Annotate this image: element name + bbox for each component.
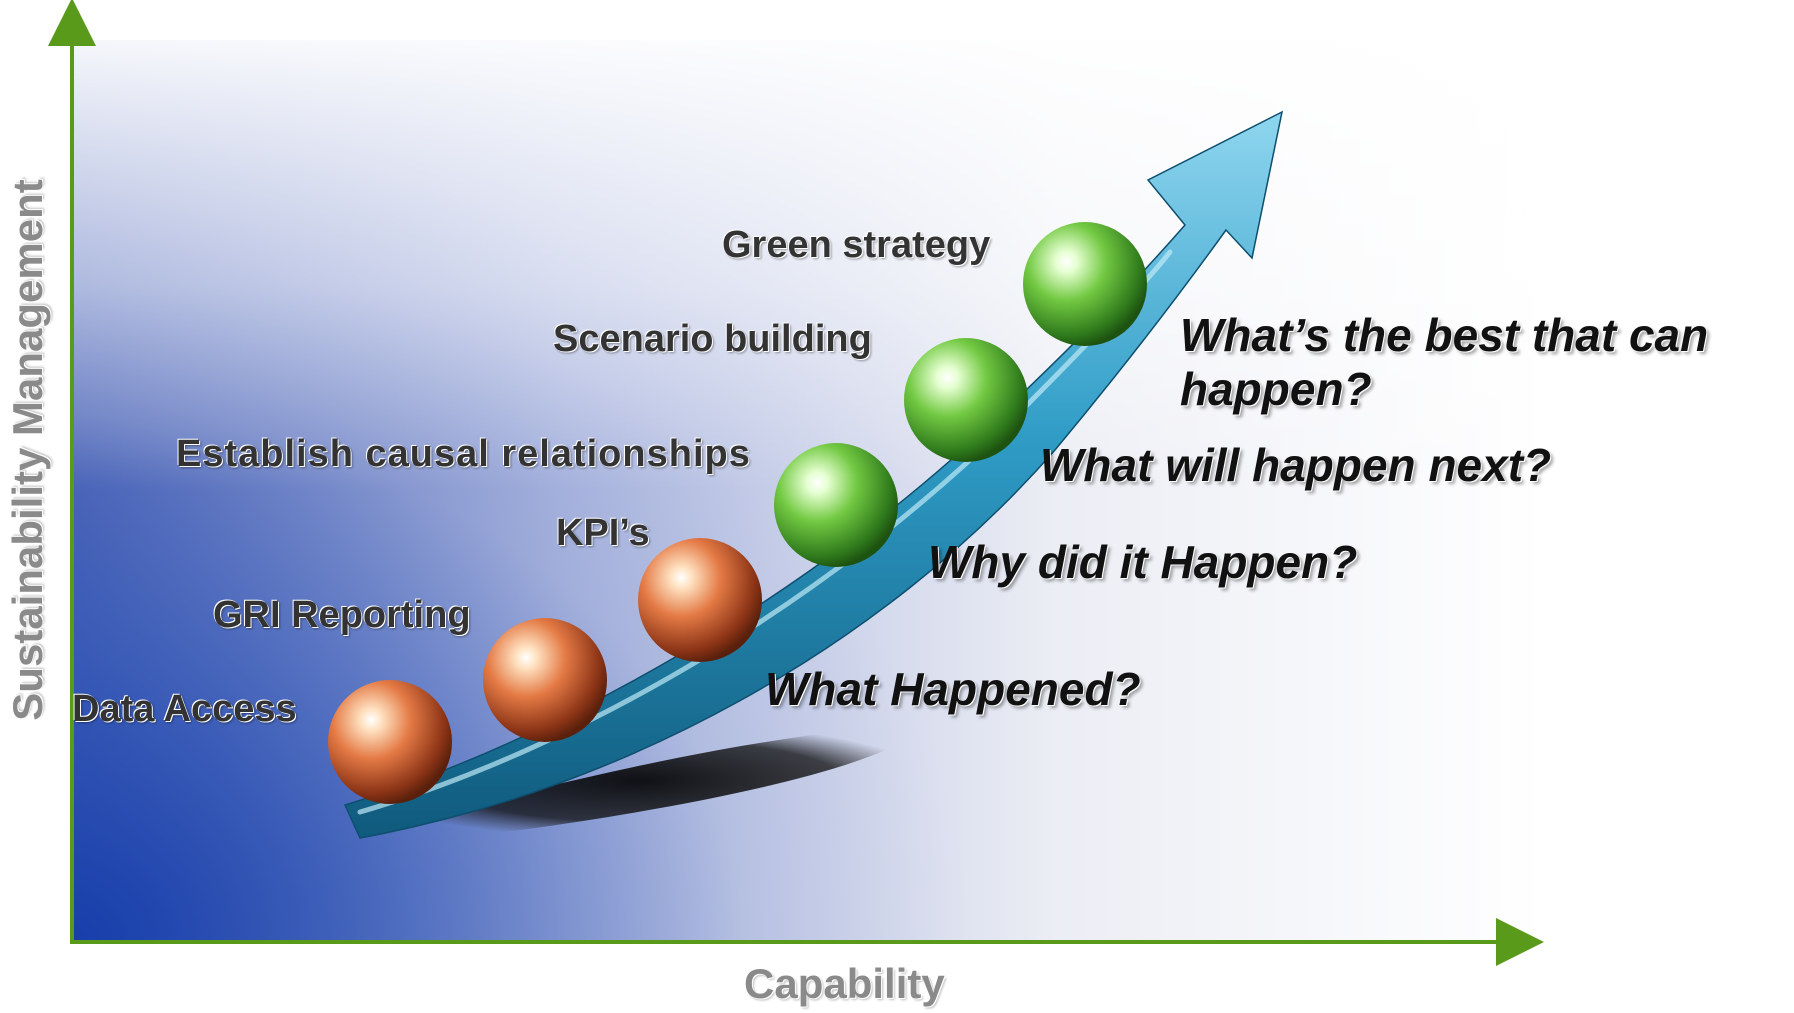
sphere-data-access [328, 680, 452, 804]
x-axis-title: Capability [744, 960, 945, 1007]
stage-label-causal-relationships: Establish causal relationships [176, 433, 751, 475]
y-axis-title: Sustainability Management [4, 179, 51, 721]
question-why-did-it-happen: Why did it Happen? [928, 536, 1358, 588]
sphere-gri-reporting [483, 618, 607, 742]
stage-label-green-strategy: Green strategy [722, 224, 991, 266]
question-best-line-2: happen? [1180, 363, 1372, 415]
question-what-will-happen-next: What will happen next? [1040, 439, 1552, 491]
question-what-happened: What Happened? [765, 663, 1141, 715]
stage-label-kpis: KPI’s [556, 512, 650, 554]
stage-label-data-access: Data Access [72, 688, 297, 730]
stage-label-scenario-building: Scenario building [553, 318, 872, 360]
stage-label-gri-reporting: GRI Reporting [213, 594, 471, 636]
arrow-shadow [350, 722, 930, 840]
sphere-kpis [638, 538, 762, 662]
sphere-green-strategy [1023, 222, 1147, 346]
question-best-line-1: What’s the best that can [1180, 309, 1709, 361]
question-best-that-can-happen: What’s the best that can happen? [1180, 308, 1708, 416]
background-fade [70, 40, 1710, 490]
sphere-scenario-building [904, 338, 1028, 462]
sphere-causal-relationships [774, 443, 898, 567]
